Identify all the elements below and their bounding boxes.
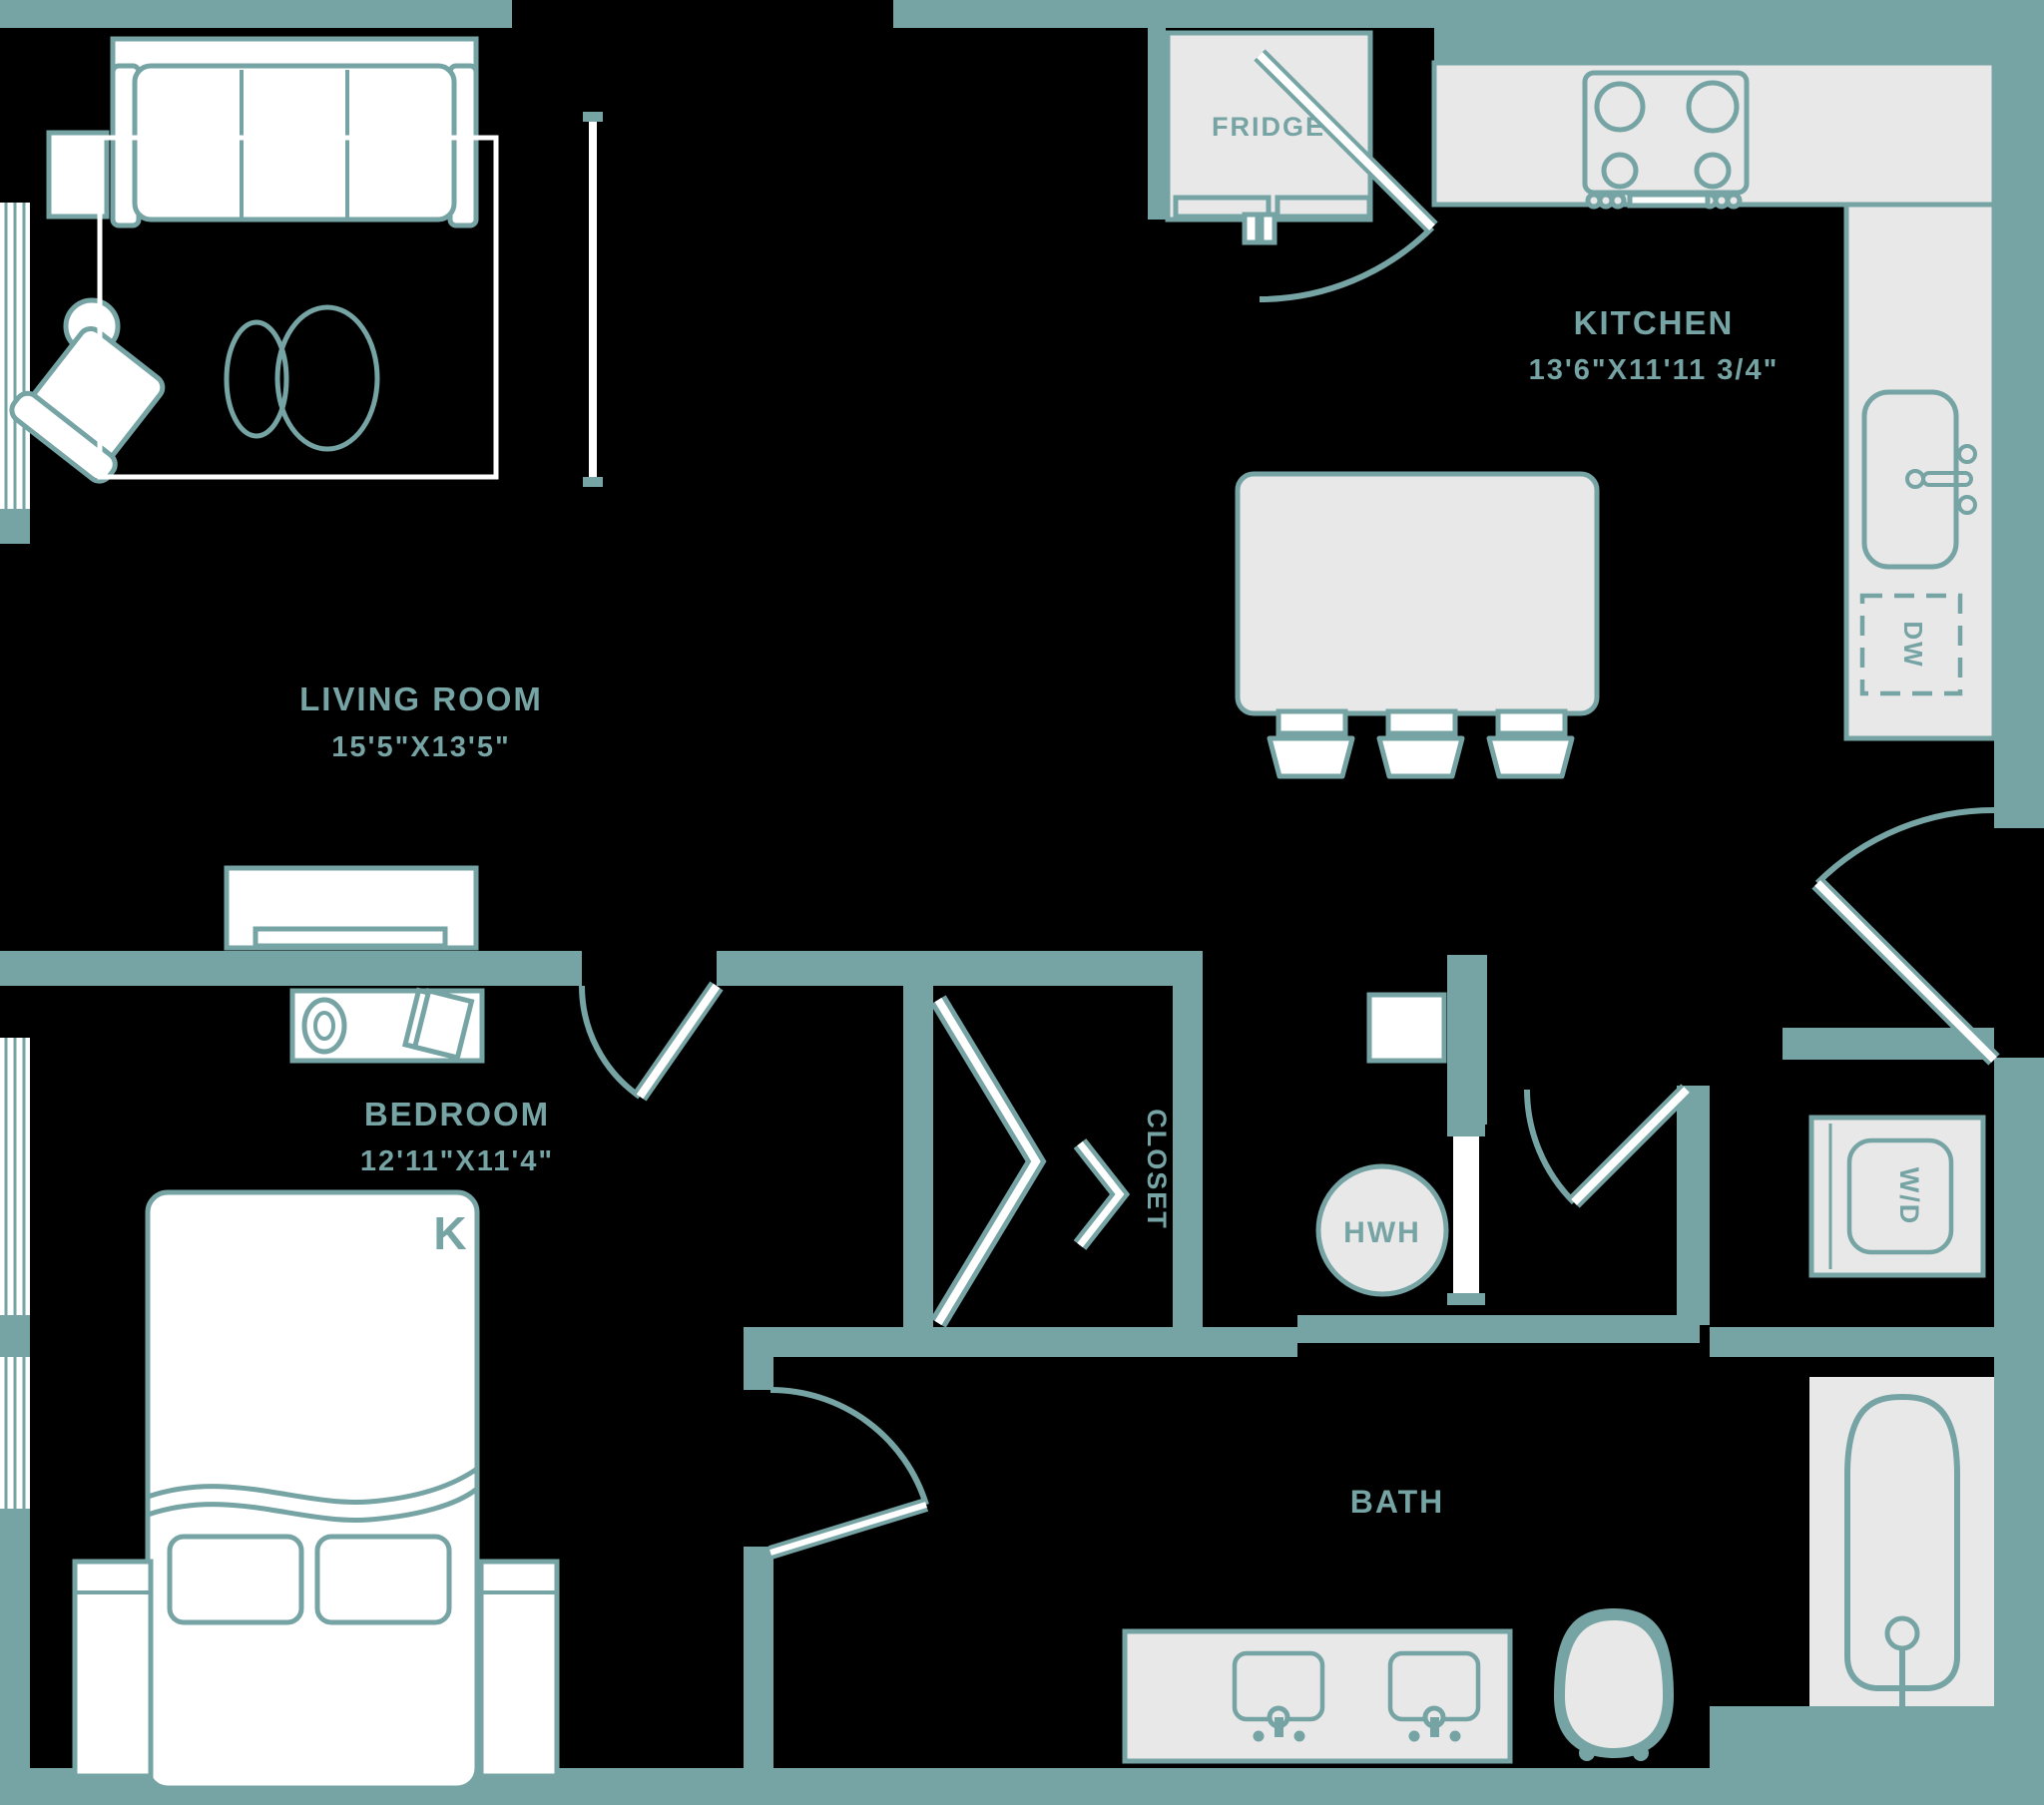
wall-right-entry-top bbox=[1994, 738, 2044, 828]
bed: K bbox=[145, 1189, 480, 1791]
living-room-dims: 15'5"X13'5" bbox=[331, 731, 510, 763]
coffee-table-large bbox=[274, 304, 380, 452]
washer-dryer: W/D bbox=[1808, 1115, 1986, 1278]
hot-water-heater: HWH bbox=[1315, 1163, 1449, 1297]
bedroom-dims: 12'11"X11'4" bbox=[360, 1145, 554, 1177]
wall-wd-bottom bbox=[1710, 1327, 2044, 1357]
dishwasher: DW bbox=[1859, 593, 1963, 696]
bathtub bbox=[1809, 1377, 1994, 1708]
wall-fridge-alcove bbox=[1148, 28, 1166, 220]
wall-left-mullion-b bbox=[0, 1315, 30, 1357]
wall-hwh-south bbox=[1297, 1315, 1700, 1343]
nightstand-left bbox=[72, 1559, 154, 1779]
closet-bifold-doors bbox=[930, 995, 1131, 1328]
pillow bbox=[314, 1534, 452, 1625]
wall-top-right bbox=[893, 0, 2044, 28]
dishwasher-label: DW bbox=[1898, 621, 1928, 668]
window-bedroom-lower bbox=[0, 1357, 30, 1509]
bedroom-label: BEDROOM bbox=[364, 1096, 550, 1132]
wall-stove-band bbox=[1434, 28, 2044, 63]
fridge-label: FRIDGE bbox=[1212, 112, 1325, 142]
stool bbox=[1267, 708, 1355, 779]
pillow bbox=[167, 1534, 304, 1625]
stool bbox=[1376, 708, 1465, 779]
wall-closet-left bbox=[903, 986, 933, 1327]
wall-right-lower bbox=[1994, 1058, 2044, 1768]
wall-bottom-right-block bbox=[1710, 1706, 2044, 1768]
vestibule-door bbox=[1524, 1084, 1693, 1208]
wall-bath-northwest bbox=[744, 1327, 1297, 1357]
bath-door bbox=[767, 1386, 929, 1560]
window-living bbox=[0, 203, 30, 509]
wall-left-divider-stub bbox=[0, 951, 28, 986]
kitchen-label: KITCHEN bbox=[1574, 304, 1735, 341]
bedroom-door bbox=[578, 981, 724, 1102]
armchair bbox=[9, 326, 166, 484]
wall-left-mullion-a bbox=[0, 509, 30, 544]
vanity-sink bbox=[1387, 1650, 1481, 1742]
desk-book bbox=[401, 987, 475, 1061]
entry-door bbox=[1811, 806, 2000, 1066]
closet-label: CLOSET bbox=[1142, 1109, 1172, 1230]
sofa bbox=[110, 36, 479, 228]
rug bbox=[97, 135, 499, 480]
wall-closet-right bbox=[1173, 986, 1203, 1327]
toilet bbox=[1554, 1608, 1674, 1761]
vanity-sink bbox=[1232, 1650, 1325, 1742]
wall-top-left bbox=[0, 0, 512, 28]
cased-opening bbox=[1447, 1125, 1485, 1305]
stool bbox=[1486, 708, 1575, 779]
balcony-slider bbox=[583, 112, 603, 487]
kitchen-entry-door bbox=[1254, 49, 1438, 302]
wall-hwh-jamb bbox=[1447, 955, 1487, 1125]
hall-cabinet bbox=[1366, 992, 1447, 1064]
kitchen-island bbox=[1235, 471, 1600, 779]
wall-left-lower bbox=[0, 1509, 30, 1805]
wall-divider-left bbox=[28, 951, 582, 986]
desk bbox=[289, 987, 485, 1064]
kitchen-dims: 13'6"X11'11 3/4" bbox=[1529, 354, 1780, 386]
nightstand-right bbox=[478, 1559, 560, 1779]
bath-label: BATH bbox=[1350, 1484, 1445, 1520]
coffee-table-small bbox=[224, 319, 289, 439]
wall-bath-west-lower bbox=[744, 1547, 773, 1768]
tv-console bbox=[224, 865, 479, 951]
wall-vestibule bbox=[1677, 1086, 1710, 1325]
wall-divider-right bbox=[717, 951, 1203, 986]
stove-handle bbox=[1627, 192, 1711, 209]
wall-right-upper bbox=[1994, 63, 2044, 738]
bed-size-label: K bbox=[433, 1207, 468, 1259]
wd-label: W/D bbox=[1894, 1167, 1924, 1225]
living-room-label: LIVING ROOM bbox=[299, 680, 543, 717]
stove bbox=[1582, 70, 1750, 210]
vanity bbox=[1122, 1628, 1513, 1764]
kitchen-sink bbox=[1861, 389, 1977, 570]
window-bedroom-upper bbox=[0, 1038, 30, 1315]
hwh-label: HWH bbox=[1343, 1216, 1421, 1249]
side-table bbox=[46, 130, 110, 220]
wall-bath-west-upper bbox=[744, 1357, 773, 1390]
